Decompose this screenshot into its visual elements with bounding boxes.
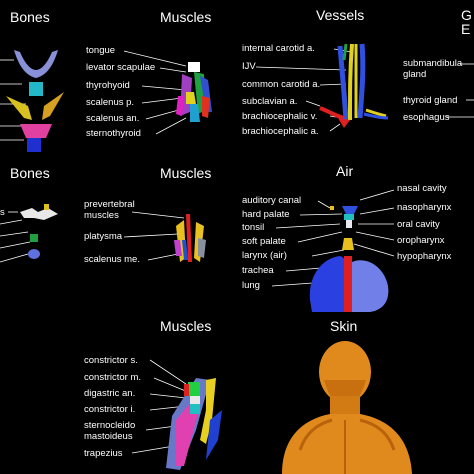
label-common-carotid: common carotid a.: [242, 79, 321, 90]
bones1-illustration: [0, 50, 64, 152]
label-bones2-fragment: s: [0, 207, 5, 218]
label-soft-palate: soft palate: [242, 236, 286, 247]
label-tonsil: tonsil: [242, 222, 265, 233]
label-mastoideus: mastoideus: [84, 431, 133, 442]
air-title: Air: [336, 163, 354, 179]
label-sternocleido: sternocleido: [84, 420, 136, 431]
label-constrictor-m: constrictor m.: [84, 372, 142, 383]
label-sternothyroid: sternothyroid: [86, 128, 141, 139]
label-auditory-canal: auditory canal: [242, 195, 302, 206]
label-esophagus: esophagus: [403, 112, 450, 123]
glands-title-fragment-2: E: [461, 21, 471, 37]
muscles1-illustration: [123, 50, 212, 135]
label-hard-palate: hard palate: [242, 209, 290, 220]
label-hypopharynx: hypopharynx: [397, 251, 452, 262]
skin-illustration: [282, 341, 412, 474]
muscles3-illustration: [131, 359, 222, 470]
label-levator-scapulae: levator scapulae: [86, 62, 156, 73]
label-tongue: tongue: [86, 45, 116, 56]
glands-title-fragment-1: G: [461, 7, 472, 23]
label-constrictor-s: constrictor s.: [84, 355, 138, 366]
muscles-title-3: Muscles: [160, 318, 212, 334]
vessels-title: Vessels: [316, 7, 365, 23]
label-muscles: muscles: [84, 210, 119, 221]
label-scalenus-me: scalenus me.: [84, 254, 140, 265]
label-scalenus-p: scalenus p.: [86, 97, 135, 108]
label-thyrohyoid: thyrohyoid: [86, 80, 130, 91]
label-oropharynx: oropharynx: [397, 235, 445, 246]
label-internal-carotid: internal carotid a.: [242, 43, 315, 54]
muscles-title-2: Muscles: [160, 165, 212, 181]
label-nasopharynx: nasopharynx: [397, 202, 452, 213]
label-submandibular: submandibula: [403, 58, 463, 69]
label-nasal-cavity: nasal cavity: [397, 183, 447, 194]
label-trachea: trachea: [242, 265, 274, 276]
label-thyroid-gland: thyroid gland: [403, 95, 458, 106]
label-gland: gland: [403, 69, 427, 80]
label-trapezius: trapezius: [84, 448, 123, 459]
label-prevertebral: prevertebral: [84, 199, 135, 210]
label-oral-cavity: oral cavity: [397, 219, 440, 230]
glands-illustration: [446, 63, 474, 118]
bones2-illustration: [0, 204, 58, 263]
label-brachiocephalic-v: brachiocephalic v.: [242, 111, 318, 122]
vessels-illustration: [255, 43, 389, 132]
label-ijv: IJV: [242, 61, 256, 72]
label-platysma: platysma: [84, 231, 123, 242]
label-larynx-air: larynx (air): [242, 250, 287, 261]
label-constrictor-i: constrictor i.: [84, 404, 136, 415]
bones-title-1: Bones: [10, 9, 50, 25]
label-digastric-an: digastric an.: [84, 388, 136, 399]
air-illustration: [271, 189, 395, 312]
label-lung: lung: [242, 280, 260, 291]
skin-title: Skin: [330, 318, 358, 334]
label-subclavian: subclavian a.: [242, 96, 298, 107]
muscles2-illustration: [123, 211, 206, 262]
label-scalenus-an: scalenus an.: [86, 113, 140, 124]
bones-title-2: Bones: [10, 165, 50, 181]
label-brachiocephalic-a: brachiocephalic a.: [242, 126, 319, 137]
muscles-title-1: Muscles: [160, 9, 212, 25]
